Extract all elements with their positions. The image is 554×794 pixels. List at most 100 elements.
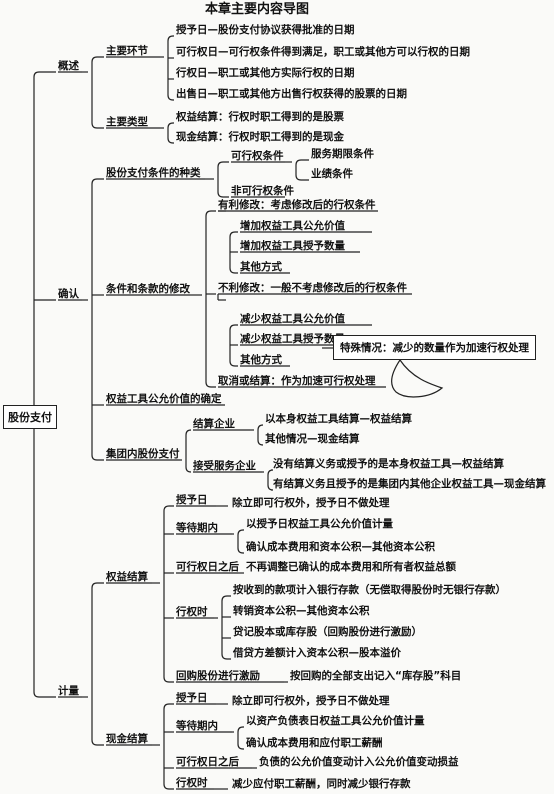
node-receiving-entity: 接受服务企业 <box>193 460 256 472</box>
node-condition-types: 股份支付条件的种类 <box>106 167 201 179</box>
stages-connector <box>167 35 174 42</box>
node-eq-after-vesting: 可行权日之后 <box>176 561 239 573</box>
types-connector <box>167 137 174 144</box>
measurement-connector <box>91 582 104 589</box>
node-cs-after-vesting-text: 负债的公允价值变动计入公允价值变动损益 <box>259 756 459 768</box>
node-decrease-quantity: 减少权益工具授予数量 <box>240 333 345 345</box>
settling-connector <box>257 439 264 446</box>
favorable-connector <box>229 231 238 238</box>
node-performance-condition: 业绩条件 <box>311 168 353 180</box>
node-eq-ex-reverse: 转销资本公积—其他资本公积 <box>233 605 370 617</box>
cs-vesting-connector <box>237 743 244 750</box>
eq-exercise-connector <box>221 595 231 602</box>
node-main-stages: 主要环节 <box>106 45 148 57</box>
node-eq-exercise: 行权时 <box>176 606 208 618</box>
node-main-types: 主要类型 <box>106 116 148 128</box>
equity-connector <box>163 676 174 683</box>
node-eq-grant-text: 除立即可行权外，授予日不做处理 <box>232 497 390 509</box>
node-non-vesting-conditions: 非可行权条件 <box>231 185 294 197</box>
node-cs-exercise: 行权时 <box>176 777 208 789</box>
node-settle-other-cash: 其他情况—现金结算 <box>265 433 360 445</box>
node-eq-vesting-period: 等待期内 <box>176 522 218 534</box>
node-service-condition: 服务期限条件 <box>311 148 374 160</box>
unfavorable-connector <box>229 324 238 331</box>
eq-vesting-connector <box>237 529 244 536</box>
node-sale-date: 出售日—职工或其他方出售行权获得的股票的日期 <box>176 88 407 100</box>
node-grant-date: 授予日—股份支付协议获得批准的日期 <box>176 24 355 36</box>
eq-vesting-connector <box>237 547 244 554</box>
root-connector <box>33 71 56 78</box>
cs-vesting-connector <box>237 726 244 733</box>
node-equity-settled: 权益结算 <box>106 571 148 583</box>
root-node: 股份支付 <box>3 405 57 429</box>
measurement-connector <box>91 739 104 746</box>
node-decrease-fair-value: 减少权益工具公允价值 <box>240 313 345 325</box>
vesting-conditions-connector <box>295 159 309 166</box>
node-eq-after-vesting-text: 不再调整已确认的成本费用和所有者权益总额 <box>246 561 456 573</box>
callout-pointer <box>391 359 444 398</box>
node-unfavorable-other: 其他方式 <box>240 354 282 366</box>
node-cs-vesting-period: 等待期内 <box>176 720 218 732</box>
settling-connector <box>257 424 264 431</box>
receiving-connector <box>267 484 274 491</box>
node-cs-grant-date: 授予日 <box>176 692 208 704</box>
node-receiving-equity: 没有结算义务或授予的是本身权益工具—权益结算 <box>273 458 504 470</box>
node-measurement: 计量 <box>58 685 79 697</box>
node-modifications: 条件和条款的修改 <box>106 283 190 295</box>
modifications-connector <box>205 210 216 217</box>
node-exercise-date: 行权日—职工或其他方实际行权的日期 <box>176 67 355 79</box>
node-settle-own-equity: 以本身权益工具结算—权益结算 <box>265 413 412 425</box>
node-cs-after-vesting: 可行权日之后 <box>176 756 239 768</box>
node-eq-vp-recognize: 确认成本费用和资本公积—其他资本公积 <box>246 541 435 553</box>
root-connector <box>33 691 56 698</box>
node-cash-settled-type: 现金结算：行权时职工得到的是现金 <box>176 131 344 143</box>
map-title: 本章主要内容导图 <box>205 2 310 17</box>
node-cs-vp-recognize: 确认成本费用和应付职工薪酬 <box>246 737 383 749</box>
node-cash-settled: 现金结算 <box>106 733 148 745</box>
types-connector <box>167 122 174 129</box>
node-cs-exercise-text: 减少应付职工薪酬，同时减少银行存款 <box>232 778 411 790</box>
overview-connector <box>91 56 104 63</box>
special-case-callout: 特殊情况：减少的数量作为加速行权处理 <box>333 335 536 360</box>
node-group-share-payment: 集团内股份支付 <box>106 448 180 460</box>
recognition-connector <box>91 454 104 461</box>
node-equity-settled-type: 权益结算：行权时职工得到的是股票 <box>176 111 344 123</box>
node-favorable-modification: 有利修改：考虑修改后的行权条件 <box>218 199 376 211</box>
node-unfavorable-modification: 不利修改：一般不考虑修改后的行权条件 <box>218 282 407 294</box>
node-favorable-other: 其他方式 <box>240 261 282 273</box>
node-cs-vp-measure: 以资产负债表日权益工具公允价值计量 <box>246 715 425 727</box>
node-cs-grant-text: 除立即可行权外，授予日不做处理 <box>232 695 390 707</box>
unfavorable-connector <box>229 360 238 367</box>
node-eq-grant-date: 授予日 <box>176 494 208 506</box>
node-eq-ex-credit: 贷记股本或库存股（回购股份进行激励） <box>233 626 422 638</box>
condition-types-connector <box>217 161 229 168</box>
favorable-connector <box>229 267 238 274</box>
stages-connector <box>167 94 174 101</box>
group-connector <box>185 466 192 473</box>
receiving-connector <box>267 469 274 476</box>
cash-connector <box>163 783 174 790</box>
condition-types-connector <box>217 191 229 198</box>
node-cancellation: 取消或结算：作为加速可行权处理 <box>218 375 376 387</box>
recognition-connector <box>91 178 104 185</box>
equity-connector <box>163 505 174 512</box>
node-increase-quantity: 增加权益工具授予数量 <box>240 240 345 252</box>
modifications-connector <box>205 381 216 388</box>
node-buyback: 回购股份进行激励 <box>176 670 260 682</box>
group-connector <box>185 429 192 436</box>
cash-connector <box>163 703 174 710</box>
node-receiving-cash: 有结算义务且授予的是集团内其他企业权益工具—现金结算 <box>273 478 546 490</box>
node-recognition: 确认 <box>58 288 79 300</box>
node-eq-ex-cash: 按收到的款项计入银行存款（无偿取得股份时无银行存款） <box>233 584 506 596</box>
node-vesting-conditions: 可行权条件 <box>231 150 284 162</box>
node-buyback-text: 按回购的全部支出记入“库存股”科目 <box>290 670 462 682</box>
node-eq-ex-diff: 借贷方差额计入资本公积—股本溢价 <box>233 647 401 659</box>
node-fair-value-determination: 权益工具公允价值的确定 <box>106 393 222 405</box>
node-vesting-date: 可行权日—可行权条件得到满足，职工或其他方可以行权的日期 <box>176 46 470 58</box>
eq-exercise-connector <box>221 653 231 660</box>
vesting-conditions-connector <box>295 174 309 181</box>
overview-connector <box>91 122 104 129</box>
node-overview: 概述 <box>58 60 79 72</box>
